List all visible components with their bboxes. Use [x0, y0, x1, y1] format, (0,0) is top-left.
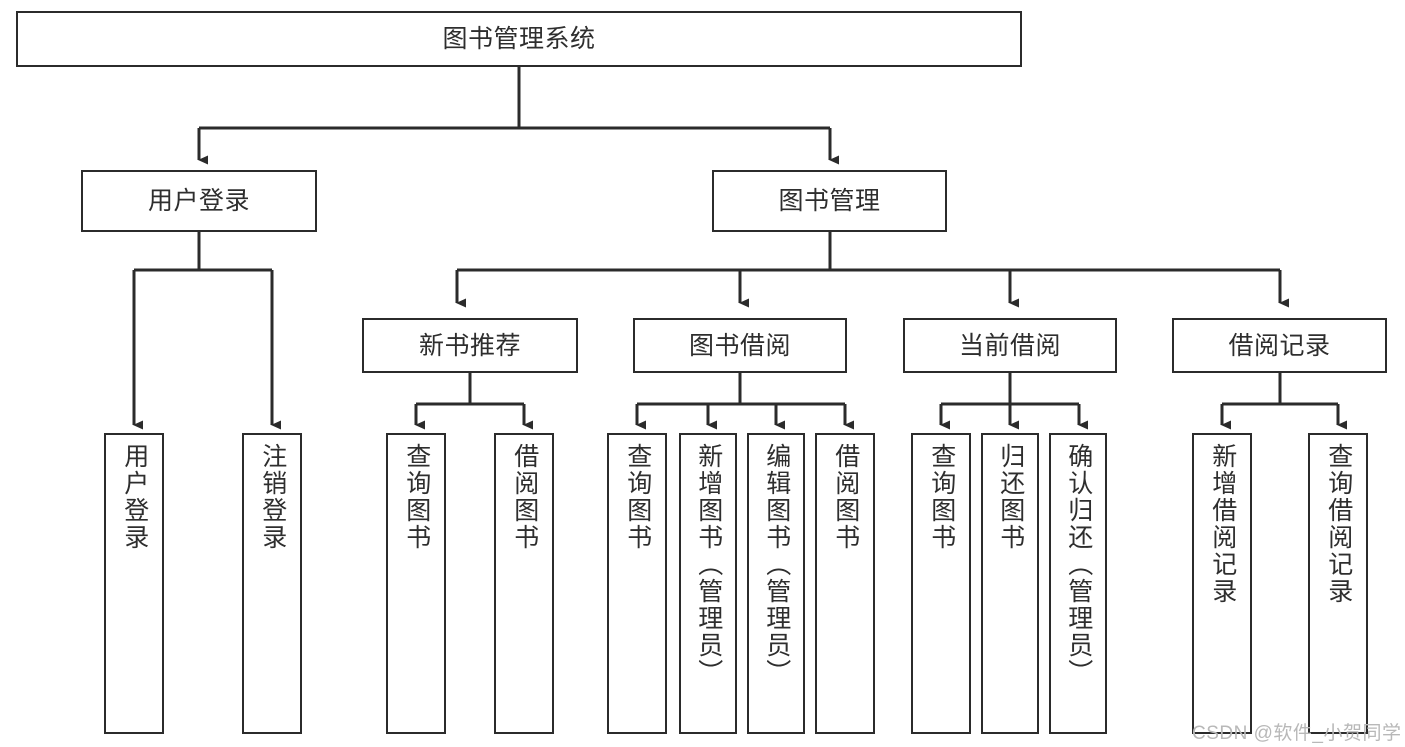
node-user-login[interactable]: 用户登录	[81, 170, 317, 232]
node-book-borrow[interactable]: 图书借阅	[633, 318, 847, 373]
leaf-cb-query-book-label: 查询图书	[927, 443, 956, 551]
leaf-br-query-record-label: 查询借阅记录	[1324, 443, 1353, 605]
node-borrow-record[interactable]: 借阅记录	[1172, 318, 1387, 373]
csdn-watermark: CSDN @软件_小贺同学	[1192, 723, 1402, 744]
leaf-cb-confirm-return-label: 确认归还（管理员）	[1064, 443, 1093, 686]
node-root-label: 图书管理系统	[442, 25, 596, 53]
leaf-cb-confirm-return[interactable]: 确认归还（管理员）	[1049, 433, 1107, 734]
node-book-management-label: 图书管理	[778, 187, 881, 215]
node-book-management[interactable]: 图书管理	[712, 170, 947, 232]
leaf-bb-edit-book[interactable]: 编辑图书（管理员）	[747, 433, 805, 734]
leaf-nb-borrow-book[interactable]: 借阅图书	[494, 433, 554, 734]
leaf-logout-label: 注销登录	[258, 443, 287, 551]
leaf-nb-query-book[interactable]: 查询图书	[386, 433, 446, 734]
node-user-login-label: 用户登录	[147, 187, 250, 215]
node-borrow-record-label: 借阅记录	[1228, 331, 1331, 360]
leaf-bb-borrow-book-label: 借阅图书	[831, 443, 860, 551]
leaf-logout[interactable]: 注销登录	[242, 433, 302, 734]
leaf-user-login[interactable]: 用户登录	[104, 433, 164, 734]
leaf-bb-borrow-book[interactable]: 借阅图书	[815, 433, 875, 734]
leaf-cb-return-book-label: 归还图书	[996, 443, 1025, 551]
leaf-user-login-label: 用户登录	[120, 443, 149, 551]
leaf-bb-add-book-label: 新增图书（管理员）	[694, 443, 723, 686]
leaf-cb-query-book[interactable]: 查询图书	[911, 433, 971, 734]
node-current-borrow-label: 当前借阅	[958, 331, 1061, 360]
node-root[interactable]: 图书管理系统	[16, 11, 1022, 67]
leaf-br-add-record-label: 新增借阅记录	[1208, 443, 1237, 605]
leaf-cb-return-book[interactable]: 归还图书	[981, 433, 1039, 734]
node-book-borrow-label: 图书借阅	[688, 331, 791, 360]
leaf-nb-borrow-book-label: 借阅图书	[510, 443, 539, 551]
leaf-nb-query-book-label: 查询图书	[402, 443, 431, 551]
leaf-bb-edit-book-label: 编辑图书（管理员）	[762, 443, 791, 686]
leaf-bb-query-book-label: 查询图书	[623, 443, 652, 551]
node-new-book-recommend-label: 新书推荐	[418, 331, 521, 360]
node-current-borrow[interactable]: 当前借阅	[903, 318, 1117, 373]
leaf-br-add-record[interactable]: 新增借阅记录	[1192, 433, 1252, 734]
leaf-bb-query-book[interactable]: 查询图书	[607, 433, 667, 734]
leaf-br-query-record[interactable]: 查询借阅记录	[1308, 433, 1368, 734]
node-new-book-recommend[interactable]: 新书推荐	[362, 318, 578, 373]
leaf-bb-add-book[interactable]: 新增图书（管理员）	[679, 433, 737, 734]
